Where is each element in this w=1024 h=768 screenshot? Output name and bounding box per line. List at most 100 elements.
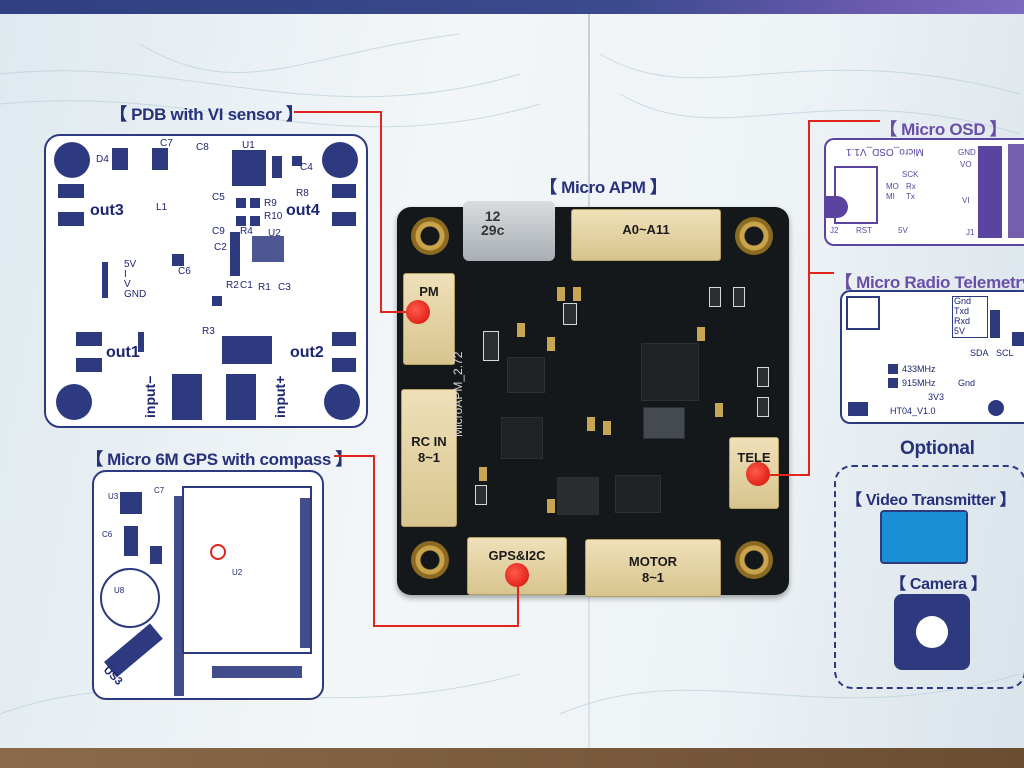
osd-connector-outline <box>834 166 878 224</box>
chip-pad <box>120 492 142 514</box>
shunt-resistor-pad <box>222 336 272 364</box>
mcu-chip <box>641 343 699 401</box>
mount-hole <box>54 142 90 178</box>
mount-hole <box>735 217 773 255</box>
optional-label: Optional <box>900 438 975 459</box>
ref-u3: U3 <box>108 492 119 501</box>
osd-rst: RST <box>856 226 872 235</box>
pad <box>1012 332 1024 346</box>
pdb-leader-h <box>294 111 380 113</box>
radio-pin-rxd: Rxd <box>954 316 971 326</box>
pad <box>332 184 356 198</box>
sensor-chip <box>501 417 543 459</box>
vtx-antenna <box>964 512 966 526</box>
smd-component <box>573 287 581 301</box>
ref-r3: R3 <box>202 326 215 337</box>
motor-connector[interactable]: MOTOR 8~1 <box>585 539 721 597</box>
inductor <box>557 477 599 515</box>
gps-label: 【 Micro 6M GPS with compass 】 <box>86 450 353 469</box>
osd-j2: J2 <box>830 226 839 235</box>
pdb-leader-v <box>380 111 382 312</box>
osd-tx: Tx <box>906 192 915 201</box>
osd-board: Micro_OSD_V1.1 SCK MO MI Rx Tx J2 RST 5V… <box>824 138 1024 246</box>
ref-c7: C7 <box>154 486 165 495</box>
mount-hole <box>826 196 848 218</box>
mount-hole <box>411 541 449 579</box>
ref-r9: R9 <box>264 198 277 209</box>
pad <box>76 332 102 346</box>
mount-hole <box>988 400 1004 416</box>
led <box>483 331 499 361</box>
gps-marker-dot <box>505 563 529 587</box>
radio-leader-h <box>808 272 834 274</box>
ref-r4: R4 <box>240 226 253 237</box>
pad <box>332 358 356 372</box>
video-transmitter-label: 【 Video Transmitter 】 <box>846 492 1016 509</box>
osd-connector <box>978 146 1002 238</box>
pad <box>58 212 84 226</box>
osd-label: 【 Micro OSD 】 <box>880 120 1007 139</box>
input-plus-text: input+ <box>272 375 288 418</box>
gps-i2c-label: GPS&I2C <box>488 548 546 563</box>
tele-leader-v <box>808 120 810 476</box>
radio-915: 915MHz <box>902 378 936 388</box>
radio-label: 【 Micro Radio Telemetry <box>835 273 1024 292</box>
chip-pad <box>232 150 266 186</box>
out2-text: out2 <box>290 344 324 361</box>
radio-telemetry-board: Gnd Txd Rxd 5V SDA SCL 433MHz 915MHz Gnd… <box>840 290 1024 424</box>
pm-connector[interactable]: PM <box>403 273 455 365</box>
pin-pads <box>990 310 1000 338</box>
mount-hole <box>324 384 360 420</box>
pad <box>236 198 246 208</box>
ref-r2: R2 <box>226 280 239 291</box>
a0-a11-connector[interactable]: A0~A11 <box>571 209 721 261</box>
video-transmitter-icon <box>880 510 968 564</box>
led <box>475 485 487 505</box>
osd-leader-h <box>808 120 880 122</box>
radio-scl: SCL <box>996 348 1014 358</box>
input-minus-text: input− <box>142 375 158 418</box>
pad <box>124 526 138 556</box>
camera-label: 【 Camera 】 <box>890 576 987 593</box>
radio-433: 433MHz <box>902 364 936 374</box>
board-silkscreen: MicroAPM_2.72 <box>451 351 465 437</box>
usb-text: 12 29c <box>481 208 505 238</box>
apm-label: 【 Micro APM 】 <box>540 178 667 197</box>
osd-rx: Rx <box>906 182 916 191</box>
out1-text: out1 <box>106 344 140 361</box>
gps-board: U3 C7 C6 U2 U8 US3 <box>92 470 324 700</box>
crystal <box>643 407 685 439</box>
ref-c5: C5 <box>212 192 225 203</box>
gps-leader-h <box>334 455 374 457</box>
radio-pin-5v: 5V <box>954 326 966 336</box>
osd-sck: SCK <box>902 170 919 179</box>
rc-in-connector[interactable]: RC IN 8~1 <box>401 389 457 527</box>
radio-gnd: Gnd <box>958 378 976 388</box>
pad <box>212 296 222 306</box>
out4-text: out4 <box>286 202 320 219</box>
smd-component <box>557 287 565 301</box>
led <box>757 367 769 387</box>
camera-lens <box>916 616 948 648</box>
micro-apm-board: 12 29c A0~A11 PM RC IN 8~1 GPS&I2C MOTOR… <box>397 201 789 597</box>
usb-port[interactable]: 12 29c <box>463 201 555 261</box>
pad <box>250 216 260 226</box>
osd-mo: MO <box>886 182 899 191</box>
osd-pads <box>1008 144 1024 238</box>
smd-component <box>479 467 487 481</box>
radio-3v3: 3V3 <box>928 392 945 402</box>
top-color-band <box>0 0 1024 14</box>
pad <box>112 148 128 170</box>
bottom-pads <box>212 666 302 678</box>
pm-label: PM <box>419 284 439 299</box>
input-pad <box>172 374 202 420</box>
camera-icon <box>894 594 970 670</box>
osd-j1: J1 <box>966 228 975 237</box>
ref-r1: R1 <box>258 282 271 293</box>
smd-component <box>603 421 611 435</box>
smd-component <box>715 403 723 417</box>
sensor-chip <box>507 357 545 393</box>
ref-c3: C3 <box>278 282 291 293</box>
freq-select-pad <box>888 378 898 388</box>
led <box>733 287 745 307</box>
